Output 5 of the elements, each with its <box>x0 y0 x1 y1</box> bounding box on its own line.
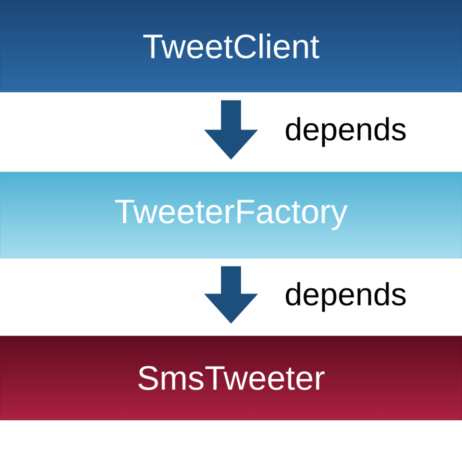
class-box: TweetClient <box>0 0 462 92</box>
class-box: SmsTweeter <box>0 336 462 420</box>
edge-label: depends <box>286 117 406 147</box>
edge-label: depends <box>286 282 406 312</box>
class-box: TweeterFactory <box>0 172 462 258</box>
